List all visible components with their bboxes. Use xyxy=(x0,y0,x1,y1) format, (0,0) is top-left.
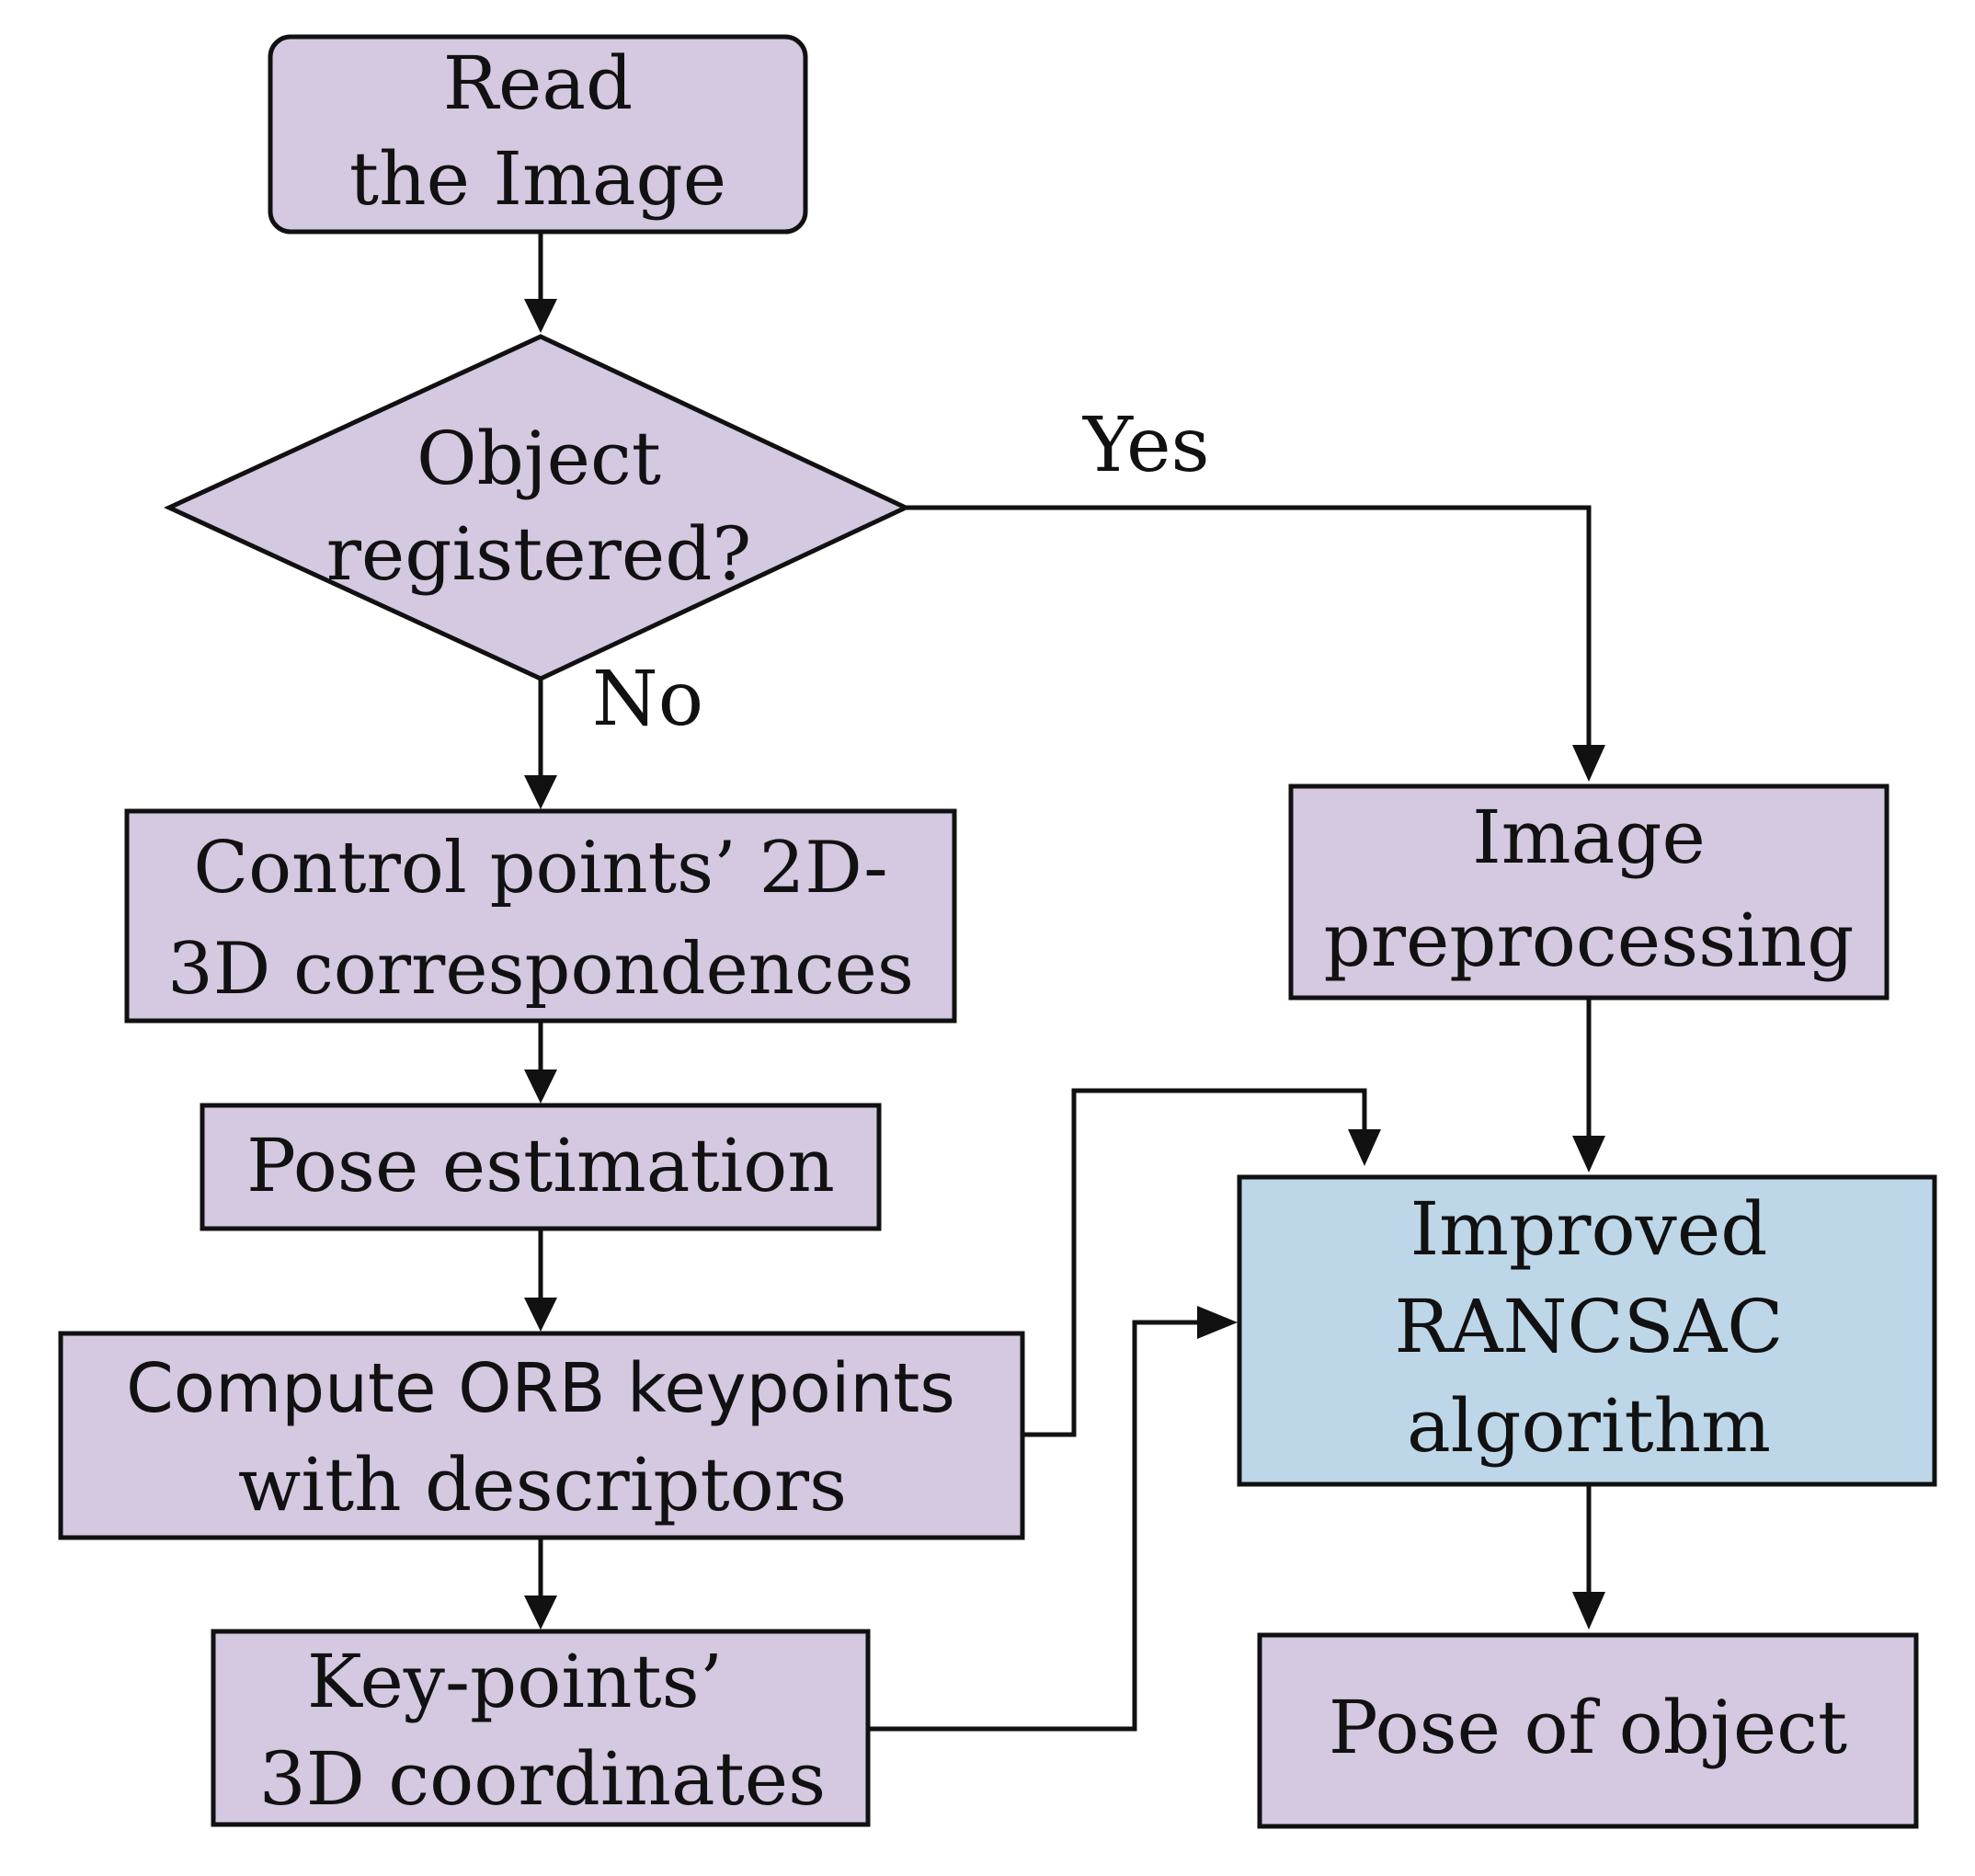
arrowhead-compute-orb xyxy=(524,1298,557,1332)
no-label: No xyxy=(592,656,703,743)
keypoints-3d-line1: Key-points’ xyxy=(307,1639,723,1724)
ransac-line1: Improved xyxy=(1410,1186,1768,1272)
preprocessing-box xyxy=(1288,784,1889,1001)
nodes: Read the Image Object registered? Contro… xyxy=(58,34,1937,1829)
arrowhead-pose-estimation xyxy=(524,1070,557,1104)
arrowhead-ransac-orb xyxy=(1348,1129,1381,1166)
ransac-line2: RANCSAC xyxy=(1394,1284,1783,1369)
node-pose-object: Pose of object xyxy=(1257,1632,1919,1829)
node-correspondences: Control points’ 2D- 3D correspondences xyxy=(124,808,957,1024)
arrowhead-keypoints xyxy=(524,1596,557,1630)
decision-diamond xyxy=(164,334,911,681)
preprocessing-line1: Image xyxy=(1472,795,1706,880)
pose-estimation-box xyxy=(200,1103,882,1231)
pose-object-line1: Pose of object xyxy=(1329,1685,1847,1770)
keypoints-3d-line2: 3D coordinates xyxy=(259,1736,826,1822)
arrowhead-pose-object xyxy=(1572,1592,1605,1630)
arrowhead-decision xyxy=(524,299,557,333)
node-read-image: Read the Image xyxy=(268,34,808,234)
arrowhead-correspondences xyxy=(524,775,557,809)
correspondences-box xyxy=(124,808,957,1024)
pose-object-box xyxy=(1257,1632,1919,1829)
node-keypoints-3d: Key-points’ 3D coordinates xyxy=(211,1629,871,1827)
yes-label: Yes xyxy=(1082,402,1210,489)
edge-keypoints-to-ransac xyxy=(868,1320,1201,1732)
decision-line1: Object xyxy=(417,416,661,501)
keypoints-3d-box xyxy=(211,1629,871,1827)
read-image-line2: the Image xyxy=(349,136,726,222)
correspondences-line1: Control points’ 2D- xyxy=(193,827,887,909)
edges: Yes No xyxy=(524,232,1605,1732)
node-ransac: Improved RANCSAC algorithm xyxy=(1237,1174,1937,1487)
node-pose-estimation: Pose estimation xyxy=(200,1103,882,1231)
read-image-line1: Read xyxy=(443,40,633,126)
arrowhead-preprocessing xyxy=(1572,745,1605,782)
ransac-box xyxy=(1237,1174,1937,1487)
correspondences-line2: 3D correspondences xyxy=(167,928,914,1011)
arrowhead-ransac-keypoints xyxy=(1197,1306,1238,1339)
ransac-line3: algorithm xyxy=(1407,1383,1771,1469)
edge-orb-to-ransac xyxy=(1022,1088,1367,1437)
pose-estimation-line1: Pose estimation xyxy=(246,1123,835,1208)
decision-line2: registered? xyxy=(326,511,752,597)
preprocessing-line2: preprocessing xyxy=(1324,898,1855,983)
node-compute-orb: Compute ORB keypoints with descriptors xyxy=(58,1331,1025,1540)
compute-orb-box xyxy=(58,1331,1025,1540)
read-image-box xyxy=(268,34,808,234)
arrowhead-ransac-top xyxy=(1572,1136,1605,1172)
compute-orb-line2: with descriptors xyxy=(238,1442,847,1527)
node-preprocessing: Image preprocessing xyxy=(1288,784,1889,1001)
node-decision: Object registered? xyxy=(164,334,911,681)
edge-yes-to-preprocessing xyxy=(906,505,1592,749)
compute-orb-line1: Compute ORB keypoints xyxy=(126,1349,955,1428)
